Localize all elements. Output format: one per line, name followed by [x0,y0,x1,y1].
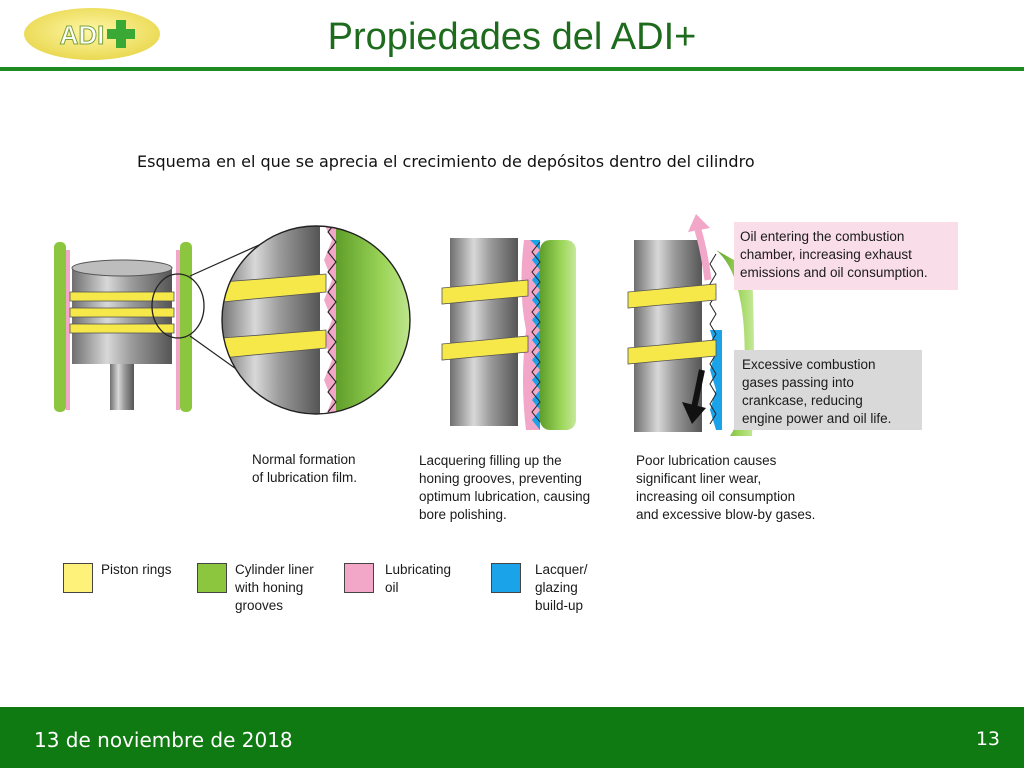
label-poor-lubrication: Poor lubrication causes significant line… [636,453,816,522]
footer-date: 13 de noviembre de 2018 [34,728,293,752]
gas-callout-box [734,350,922,430]
cylinder-deposit-diagram [54,214,958,436]
page-title: Propiedades del ADI+ [327,16,697,58]
magnified-normal-film [222,226,410,414]
legend-label-lacquer: Lacquer/ glazing build-up [535,562,588,613]
logo-text: ADI [60,20,105,50]
page-number: 13 [975,728,1000,750]
legend-swatch-lubricating-oil [344,563,374,593]
title-divider [0,67,1024,71]
gas-downward-arrow-icon [682,369,706,424]
legend-swatch-cylinder-liner [197,563,227,593]
diagram-caption: Esquema en el que se aprecia el crecimie… [137,152,755,171]
legend-label-piston-rings: Piston rings [101,562,172,577]
adi-logo: ADI [24,8,160,60]
label-lacquering: Lacquering filling up the honing grooves… [419,453,591,522]
oil-upward-arrow-icon [688,214,712,281]
callout-excessive-gases: Excessive combustion gases passing into … [742,357,892,426]
label-normal-formation: Normal formation of lubrication film. [252,452,358,485]
oil-callout-box [734,222,958,290]
legend-swatch-piston-rings [63,563,93,593]
piston-overview [54,231,289,412]
plus-icon [107,20,135,48]
lacquering-panel [441,238,576,430]
legend-label-lubricating-oil: Lubricating oil [385,562,452,595]
footer-bar [0,707,1024,768]
legend-swatch-lacquer [491,563,521,593]
callout-oil-entering: Oil entering the combustion chamber, inc… [740,229,928,280]
legend-label-cylinder-liner: Cylinder liner with honing grooves [235,562,314,613]
